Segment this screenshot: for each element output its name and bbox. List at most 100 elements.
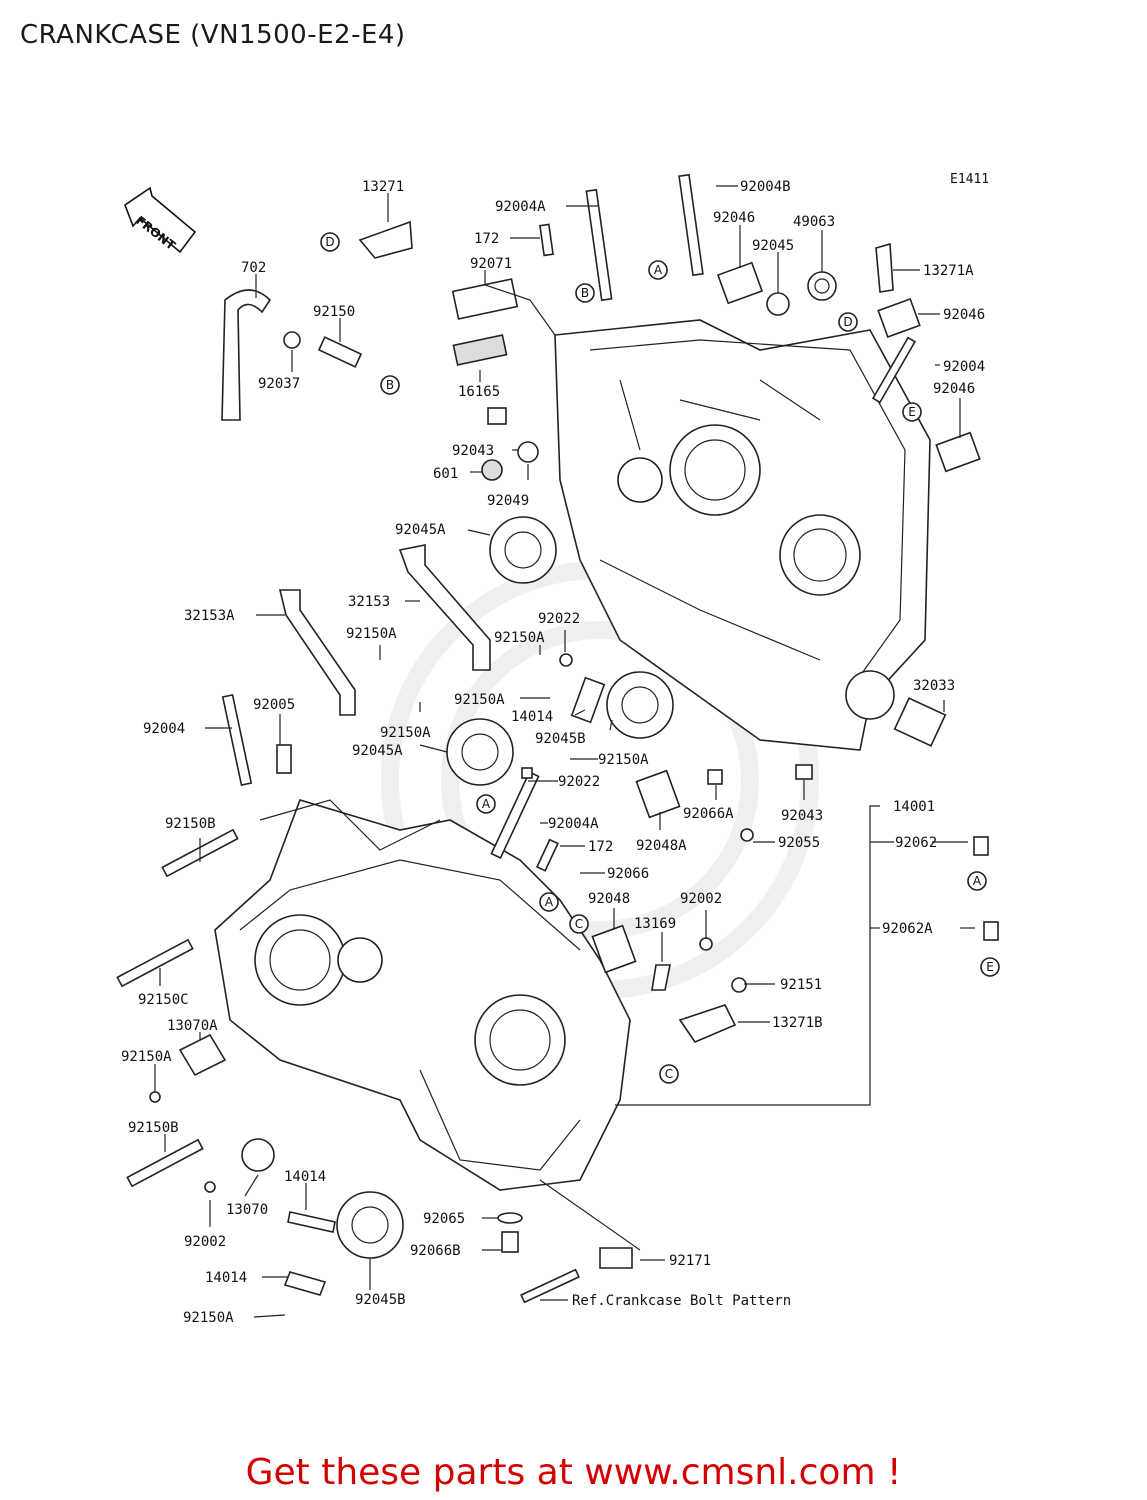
callout-92046-b: 92046 xyxy=(943,307,985,323)
ref-marker-letter: A xyxy=(973,874,982,888)
ref-marker-letter: A xyxy=(482,797,491,811)
bolt-pattern-note: Ref.Crankcase Bolt Pattern xyxy=(572,1293,791,1309)
ref-marker-b-left: B xyxy=(380,375,400,395)
callout-14001: 14001 xyxy=(893,799,935,815)
figure-code: E1411 xyxy=(950,172,990,187)
callout-92171: 92171 xyxy=(669,1253,711,1269)
callout-92005: 92005 xyxy=(253,697,295,713)
ref-marker-letter: B xyxy=(581,286,589,300)
callout-92004-right: 92004 xyxy=(943,359,985,375)
callout-92150b-low: 92150B xyxy=(128,1120,179,1136)
callout-92045b-low: 92045B xyxy=(355,1292,406,1308)
ref-marker-letter: E xyxy=(986,960,994,974)
ref-marker-c-low: C xyxy=(659,1064,679,1084)
callout-13271a: 13271A xyxy=(923,263,974,279)
ref-marker-a-right: A xyxy=(967,871,987,891)
ref-marker-letter: A xyxy=(545,895,554,909)
small-parts xyxy=(116,173,999,1304)
callout-92150b-top: 92150B xyxy=(165,816,216,832)
callout-92004a-mid: 92004A xyxy=(548,816,599,832)
reference-markers: D B B A D E A A C C A E xyxy=(320,232,1000,1084)
callout-92037: 92037 xyxy=(258,376,300,392)
callout-13271: 13271 xyxy=(362,179,404,195)
callout-92062: 92062 xyxy=(895,835,937,851)
callout-92066: 92066 xyxy=(607,866,649,882)
callout-92049: 92049 xyxy=(487,493,529,509)
callout-92150a-3: 92150A xyxy=(454,692,505,708)
callout-32153: 32153 xyxy=(348,594,390,610)
callout-13169: 13169 xyxy=(634,916,676,932)
leader-lines xyxy=(154,185,975,1318)
callout-92055: 92055 xyxy=(778,835,820,851)
callout-601: 601 xyxy=(433,466,458,482)
callout-92150a-7: 92150A xyxy=(183,1310,234,1326)
ref-marker-letter: C xyxy=(665,1067,673,1081)
callout-92150a-1: 92150A xyxy=(346,626,397,642)
callout-92043-left: 92043 xyxy=(452,443,494,459)
ref-marker-e-right: E xyxy=(902,402,922,422)
callout-14014-low: 14014 xyxy=(284,1169,326,1185)
ref-marker-a-low: A xyxy=(539,892,559,912)
callout-92071: 92071 xyxy=(470,256,512,272)
callout-14014-bottom: 14014 xyxy=(205,1270,247,1286)
ref-marker-letter: A xyxy=(654,263,663,277)
upper-crankcase-half xyxy=(554,319,931,751)
callout-92002-top: 92002 xyxy=(680,891,722,907)
ref-marker-d-top: D xyxy=(320,232,340,252)
callout-92046-a: 92046 xyxy=(713,210,755,226)
ref-marker-e-bottom: E xyxy=(980,957,1000,977)
ref-marker-d-right: D xyxy=(838,312,858,332)
callout-92066b: 92066B xyxy=(410,1243,461,1259)
ref-marker-a-mid: A xyxy=(476,794,496,814)
ref-marker-letter: D xyxy=(843,315,852,329)
callout-92045: 92045 xyxy=(752,238,794,254)
callout-92004b: 92004B xyxy=(740,179,791,195)
callout-13070a: 13070A xyxy=(167,1018,218,1034)
ref-marker-letter: E xyxy=(908,405,916,419)
front-arrow-icon: FRONT xyxy=(124,186,197,254)
callout-92150a-5: 92150A xyxy=(598,752,649,768)
callout-92045a-mid: 92045A xyxy=(352,743,403,759)
callout-702: 702 xyxy=(241,260,266,276)
footer-link[interactable]: Get these parts at www.cmsnl.com ! xyxy=(245,1452,902,1493)
ref-marker-letter: D xyxy=(325,235,334,249)
callout-92150c: 92150C xyxy=(138,992,189,1008)
callout-92046-c: 92046 xyxy=(933,381,975,397)
callout-13070: 13070 xyxy=(226,1202,268,1218)
callout-16165: 16165 xyxy=(458,384,500,400)
callout-92150a-2: 92150A xyxy=(494,630,545,646)
callout-32033: 32033 xyxy=(913,678,955,694)
callout-92066a: 92066A xyxy=(683,806,734,822)
callout-49063: 49063 xyxy=(793,214,835,230)
callout-92062a: 92062A xyxy=(882,921,933,937)
callout-92002-low: 92002 xyxy=(184,1234,226,1250)
lower-crankcase-half xyxy=(214,799,631,1191)
callout-92045b-mid: 92045B xyxy=(535,731,586,747)
callout-92043-right: 92043 xyxy=(781,808,823,824)
callout-92004a-top: 92004A xyxy=(495,199,546,215)
callout-92150: 92150 xyxy=(313,304,355,320)
callout-92022-mid: 92022 xyxy=(558,774,600,790)
callout-92022-top: 92022 xyxy=(538,611,580,627)
page-title: CRANKCASE (VN1500-E2-E4) xyxy=(20,20,406,50)
callout-92065: 92065 xyxy=(423,1211,465,1227)
ref-marker-c-mid: C xyxy=(569,914,589,934)
callout-92045a-top: 92045A xyxy=(395,522,446,538)
callout-92048a: 92048A xyxy=(636,838,687,854)
callout-172-top: 172 xyxy=(474,231,499,247)
ref-marker-b-top: B xyxy=(575,283,595,303)
callout-92048: 92048 xyxy=(588,891,630,907)
callout-92004-left: 92004 xyxy=(143,721,185,737)
callout-92150a-4: 92150A xyxy=(380,725,431,741)
part-callouts: 13271 702 92150 92037 92004A 92004B 172 … xyxy=(121,179,985,1326)
callout-32153a: 32153A xyxy=(184,608,235,624)
callout-13271b: 13271B xyxy=(772,1015,823,1031)
ref-marker-letter: C xyxy=(575,917,583,931)
ref-marker-a-top: A xyxy=(648,260,668,280)
ref-marker-letter: B xyxy=(386,378,394,392)
callout-92151: 92151 xyxy=(780,977,822,993)
callout-14014-mid: 14014 xyxy=(511,709,553,725)
callout-92150a-6: 92150A xyxy=(121,1049,172,1065)
callout-172-mid: 172 xyxy=(588,839,613,855)
